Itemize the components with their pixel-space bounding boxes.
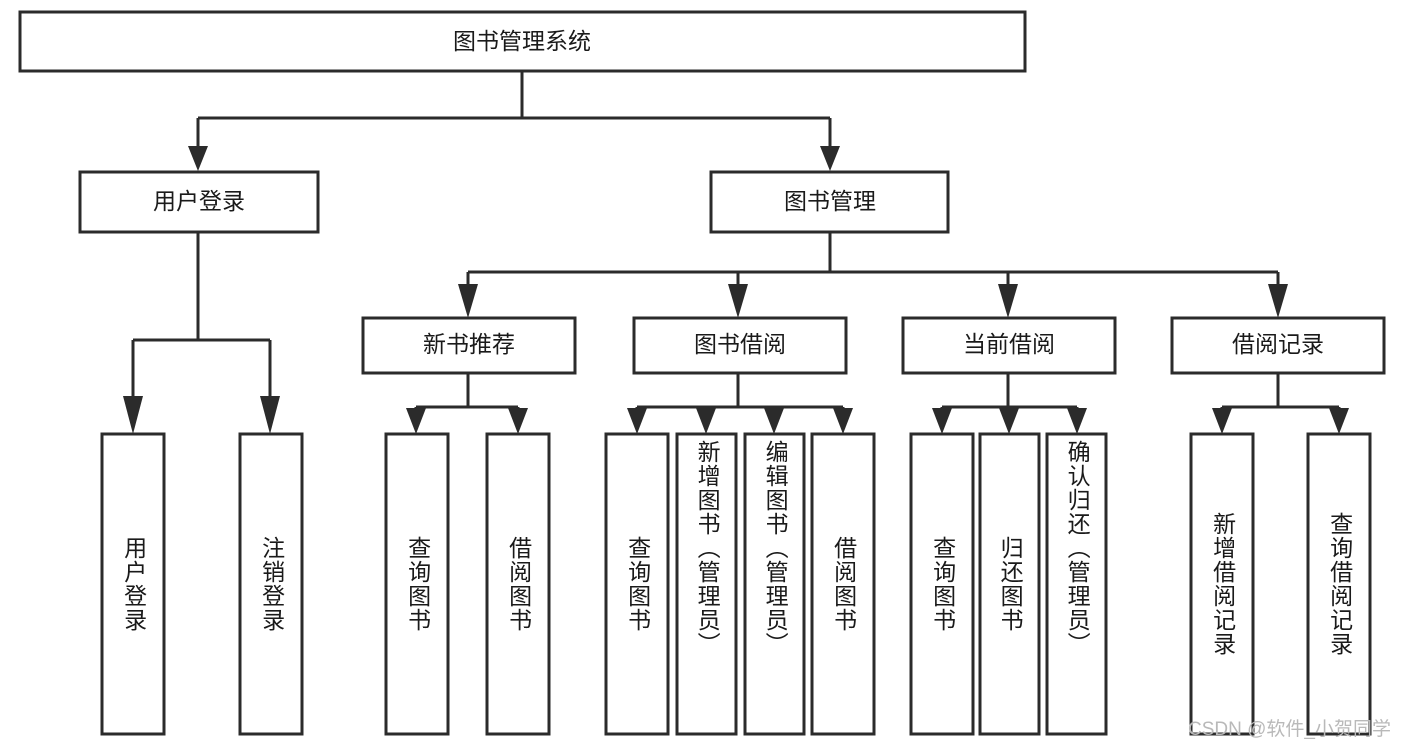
arrow-new-book-rec	[458, 284, 478, 318]
node-leaf-query-record-box[interactable]	[1306, 432, 1372, 736]
node-root-label: 图书管理系统	[453, 28, 591, 54]
node-leaf-query-book-2-box[interactable]	[604, 432, 670, 736]
arrow-book-borrow	[728, 284, 748, 318]
arrow-borrow-book-2	[833, 408, 853, 434]
arrow-leaf-user-login	[123, 396, 143, 434]
node-borrow-record-box[interactable]	[1170, 316, 1386, 375]
node-book-borrow-label: 图书借阅	[694, 331, 786, 357]
node-leaf-borrow-book-1-box[interactable]	[485, 432, 551, 736]
edges-root-to-level2	[188, 71, 840, 171]
node-current-borrow-box[interactable]	[901, 316, 1117, 375]
node-leaf-borrow-book-2-box[interactable]	[810, 432, 876, 736]
edges-current-borrow-to-leaves	[932, 373, 1087, 434]
edges-user-login-to-leaves	[123, 232, 280, 434]
node-leaf-query-book-3-box[interactable]	[909, 432, 975, 736]
node-leaf-user-login-box[interactable]	[100, 432, 166, 736]
arrow-borrow-book-1	[508, 408, 528, 434]
node-leaf-confirm-return-box[interactable]	[1045, 432, 1108, 736]
node-leaf-add-record-box[interactable]	[1189, 432, 1255, 736]
arrow-query-book-1	[406, 408, 426, 434]
node-current-borrow-label: 当前借阅	[963, 331, 1055, 357]
node-user-login-box[interactable]	[78, 170, 320, 234]
edges-new-book-rec-to-leaves	[406, 373, 528, 434]
arrow-borrow-record	[1268, 284, 1288, 318]
node-root-box[interactable]	[18, 10, 1027, 73]
arrow-query-book-3	[932, 408, 952, 434]
arrow-confirm-return	[1067, 408, 1087, 434]
arrow-to-book-manage	[820, 146, 840, 171]
node-new-book-rec-box[interactable]	[361, 316, 577, 375]
arrow-current-borrow	[998, 284, 1018, 318]
node-new-book-rec-label: 新书推荐	[423, 331, 515, 357]
node-leaf-edit-book-box[interactable]	[743, 432, 806, 736]
node-leaf-user-logout-box[interactable]	[238, 432, 304, 736]
node-borrow-record-label: 借阅记录	[1232, 331, 1324, 357]
arrow-to-user-login	[188, 146, 208, 171]
arrow-query-record	[1329, 408, 1349, 434]
node-book-manage-box[interactable]	[709, 170, 950, 234]
arrow-add-book	[696, 408, 716, 434]
node-leaf-add-book-box[interactable]	[675, 432, 738, 736]
arrow-query-book-2	[627, 408, 647, 434]
node-leaf-return-book-box[interactable]	[978, 432, 1041, 736]
arrow-leaf-user-logout	[260, 396, 280, 434]
node-book-borrow-box[interactable]	[632, 316, 848, 375]
node-leaf-query-book-1-box[interactable]	[384, 432, 450, 736]
edges-borrow-record-to-leaves	[1212, 373, 1349, 434]
node-book-manage-label: 图书管理	[784, 188, 876, 214]
arrow-add-record	[1212, 408, 1232, 434]
edges-book-manage-to-level3	[458, 232, 1288, 318]
arrow-edit-book	[764, 408, 784, 434]
node-user-login-label: 用户登录	[153, 188, 245, 214]
arrow-return-book	[999, 408, 1019, 434]
edges-book-borrow-to-leaves	[627, 373, 853, 434]
